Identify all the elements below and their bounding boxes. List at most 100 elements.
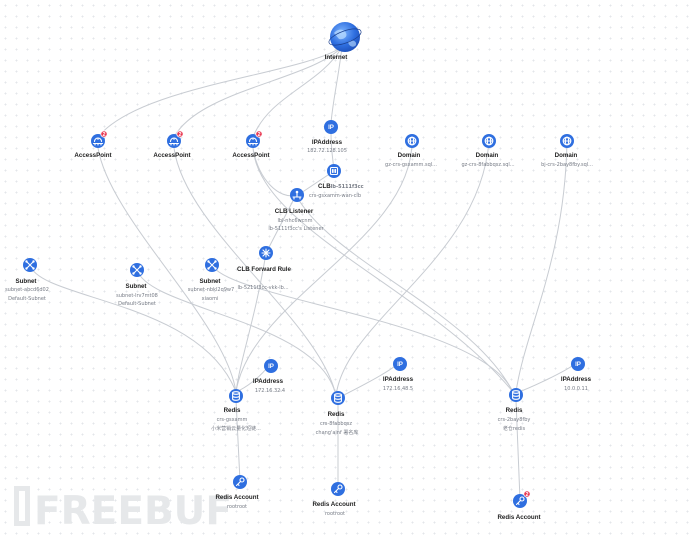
node-redis-3[interactable]: Redis crs-2bay8fby 老仓redis [498, 388, 531, 432]
redis-name: 老仓redis [503, 425, 526, 432]
globe-icon [328, 22, 362, 52]
accesspoint-label: AccessPoint [232, 152, 269, 159]
ip-icon: IP [268, 363, 274, 370]
access-point-icon [247, 137, 259, 146]
ip-icon: IP [328, 124, 334, 131]
load-balancer-icon [329, 166, 339, 176]
svg-text:2: 2 [525, 492, 528, 498]
node-redis-account-1[interactable]: Redis Account rootroot [215, 475, 259, 510]
subnet-name: Default-Subnet [118, 301, 156, 307]
redis-account-label: Redis Account [497, 514, 540, 521]
access-point-icon [168, 137, 180, 146]
node-domain-1[interactable]: Domain gz-crs-gsxamm.sql... [385, 134, 437, 168]
node-accesspoint-1[interactable]: 2 AccessPoint [74, 130, 112, 159]
node-clb-listener[interactable]: CLB Listener lbl-nhc6wcnm lb-5111f3cc's … [268, 188, 325, 232]
clb-label: CLBlb-5111f3cc [318, 183, 364, 190]
key-icon [333, 484, 343, 494]
ipaddress-value: 172.16.32.4 [255, 388, 285, 394]
node-ipaddress-1[interactable]: IP IPAddress 172.16.32.4 [253, 359, 285, 394]
ipaddress-label: IPAddress [253, 378, 284, 385]
access-point-icon [92, 137, 104, 146]
redis-account-user: rootroot [325, 511, 345, 517]
redis-label: Redis [328, 411, 345, 418]
redis-name: 小米营销云量化短链... [211, 425, 261, 432]
subnet-label: Subnet [200, 278, 221, 285]
key-icon [515, 496, 525, 506]
node-redis-account-2[interactable]: Redis Account rootroot [312, 482, 356, 517]
ipaddress-label: IPAddress [312, 139, 343, 146]
clb-forward-rule-value: lb-5211f3cc-vkk-lb... [237, 285, 288, 291]
ipaddress-value: 172.16.48.5 [383, 386, 413, 392]
node-redis-1[interactable]: Redis crs-gsxamm 小米营销云量化短链... [211, 389, 261, 432]
globe-icon [484, 136, 494, 146]
globe-icon [562, 136, 572, 146]
redis-account-user: rootroot [227, 504, 247, 510]
node-subnet-3[interactable]: Subnet subnet-nbkl2q9w7 xiaomi [188, 258, 234, 302]
redis-id: crs-8fabbqsz [320, 421, 352, 427]
node-ipaddress-2[interactable]: IP IPAddress 172.16.48.5 [383, 357, 414, 392]
svg-text:FREEBUF: FREEBUF [34, 489, 232, 534]
redis-account-label: Redis Account [312, 501, 355, 508]
node-domain-3[interactable]: Domain bj-crs-2bay8fby.sql... [541, 134, 593, 168]
node-internet[interactable]: Internet [325, 22, 363, 61]
subnet-name: Default-Subnet [8, 296, 46, 302]
domain-label: Domain [476, 152, 499, 159]
clb-forward-rule-label: CLB Forward Rule [237, 266, 292, 273]
internet-label: Internet [325, 54, 348, 61]
ipaddress-value: 10.0.0.11 [564, 386, 588, 392]
ip-icon: IP [575, 361, 581, 368]
clb-listener-id: lbl-nhc6wcnm [278, 218, 313, 224]
redis-label: Redis [224, 407, 241, 414]
domain-value: gz-crs-gsxamm.sql... [385, 162, 437, 168]
node-redis-2[interactable]: Redis crs-8fabbqsz chang'ainf 署名库 [316, 391, 359, 436]
ipaddress-label: IPAddress [383, 376, 414, 383]
clb-value: crs-gsxamm-wan-clb [309, 193, 361, 199]
subnet-icon [207, 260, 217, 270]
domain-label: Domain [398, 152, 421, 159]
alert-badge: 2 [100, 130, 108, 138]
node-subnet-1[interactable]: Subnet subnet-abcd6d02 Default-Subnet [5, 258, 49, 302]
svg-text:2: 2 [257, 132, 260, 138]
edges [29, 46, 579, 501]
node-ipaddress-3[interactable]: IP IPAddress 10.0.0.11 [561, 357, 592, 392]
subnet-id: subnet-nbkl2q9w7 [188, 287, 234, 293]
node-subnet-2[interactable]: Subnet subnet-lrv7mt08 Default-Subnet [116, 263, 158, 307]
database-icon [512, 390, 520, 400]
accesspoint-label: AccessPoint [153, 152, 190, 159]
svg-text:2: 2 [102, 132, 105, 138]
redis-id: crs-gsxamm [217, 417, 248, 423]
subnet-name: xiaomi [202, 296, 219, 302]
node-clb-forward-rule[interactable]: CLB Forward Rule lb-5211f3cc-vkk-lb... [237, 246, 292, 291]
domain-value: bj-crs-2bay8fby.sql... [541, 162, 593, 168]
accesspoint-label: AccessPoint [74, 152, 111, 159]
forward-rule-icon [261, 248, 271, 258]
subnet-label: Subnet [126, 283, 147, 290]
listener-icon [292, 190, 302, 200]
freebuf-watermark: FREEBUF [14, 486, 232, 534]
node-redis-account-3[interactable]: 2 Redis Account [497, 490, 541, 521]
node-ipaddress-public[interactable]: IP IPAddress 182.72.128.105 [307, 120, 347, 154]
subnet-id: subnet-lrv7mt08 [116, 293, 158, 299]
ipaddress-label: IPAddress [561, 376, 592, 383]
ipaddress-value: 182.72.128.105 [307, 148, 347, 154]
node-domain-2[interactable]: Domain gz-crs-8fabbqsz.sql... [461, 134, 515, 168]
node-clb[interactable]: CLBlb-5111f3cc crs-gsxamm-wan-clb [309, 164, 364, 199]
database-icon [334, 393, 342, 403]
subnet-icon [132, 265, 142, 275]
clb-listener-desc: lb-5111f3cc's Listener [268, 226, 324, 232]
ip-icon: IP [397, 361, 403, 368]
node-accesspoint-3[interactable]: 2 AccessPoint [232, 130, 270, 159]
subnet-label: Subnet [16, 278, 37, 285]
svg-text:2: 2 [178, 132, 181, 138]
subnet-id: subnet-abcd6d02 [5, 287, 49, 293]
database-icon [232, 391, 240, 401]
alert-badge: 2 [255, 130, 263, 138]
node-accesspoint-2[interactable]: 2 AccessPoint [153, 130, 191, 159]
key-icon [235, 477, 245, 487]
alert-badge: 2 [523, 490, 531, 498]
domain-value: gz-crs-8fabbqsz.sql... [461, 162, 515, 168]
alert-badge: 2 [176, 130, 184, 138]
redis-account-label: Redis Account [215, 494, 258, 501]
redis-id: crs-2bay8fby [498, 417, 531, 423]
